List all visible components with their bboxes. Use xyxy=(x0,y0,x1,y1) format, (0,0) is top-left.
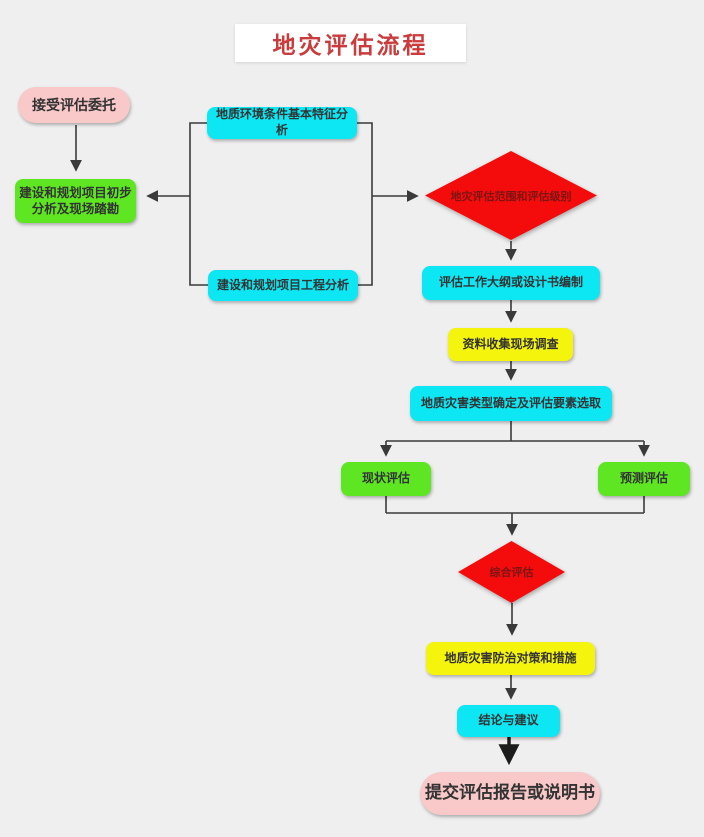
node-work-outline-design: 评估工作大纲或设计书编制 xyxy=(422,266,600,300)
decision-comprehensive-assessment-shape: 综合评估 xyxy=(458,541,565,603)
node-current-status-assessment: 现状评估 xyxy=(341,462,431,496)
node-predictive-assessment: 预测评估 xyxy=(598,462,690,496)
node-geological-environment-analysis: 地质环境条件基本特征分析 xyxy=(207,107,357,139)
node-project-engineering-analysis: 建设和规划项目工程分析 xyxy=(208,270,358,301)
decision-assessment-scope-level-shape: 地灾评估范围和评估级别 xyxy=(425,151,597,240)
node-submit-report: 提交评估报告或说明书 xyxy=(420,772,600,815)
page-title: 地灾评估流程 xyxy=(235,24,466,62)
node-data-collection-site-investigation: 资料收集现场调查 xyxy=(448,328,573,361)
node-hazard-type-elements-selection: 地质灾害类型确定及评估要素选取 xyxy=(410,386,612,421)
node-accept-commission: 接受评估委托 xyxy=(18,87,130,123)
page-title-text: 地灾评估流程 xyxy=(272,33,429,58)
node-initial-analysis-site-survey: 建设和规划项目初步分析及现场踏勘 xyxy=(15,179,136,223)
node-conclusions-recommendations: 结论与建议 xyxy=(457,705,560,737)
decision-assessment-scope-level: 地灾评估范围和评估级别 xyxy=(425,151,597,240)
node-prevention-countermeasures: 地质灾害防治对策和措施 xyxy=(426,642,595,675)
decision-comprehensive-assessment: 综合评估 xyxy=(458,541,565,603)
